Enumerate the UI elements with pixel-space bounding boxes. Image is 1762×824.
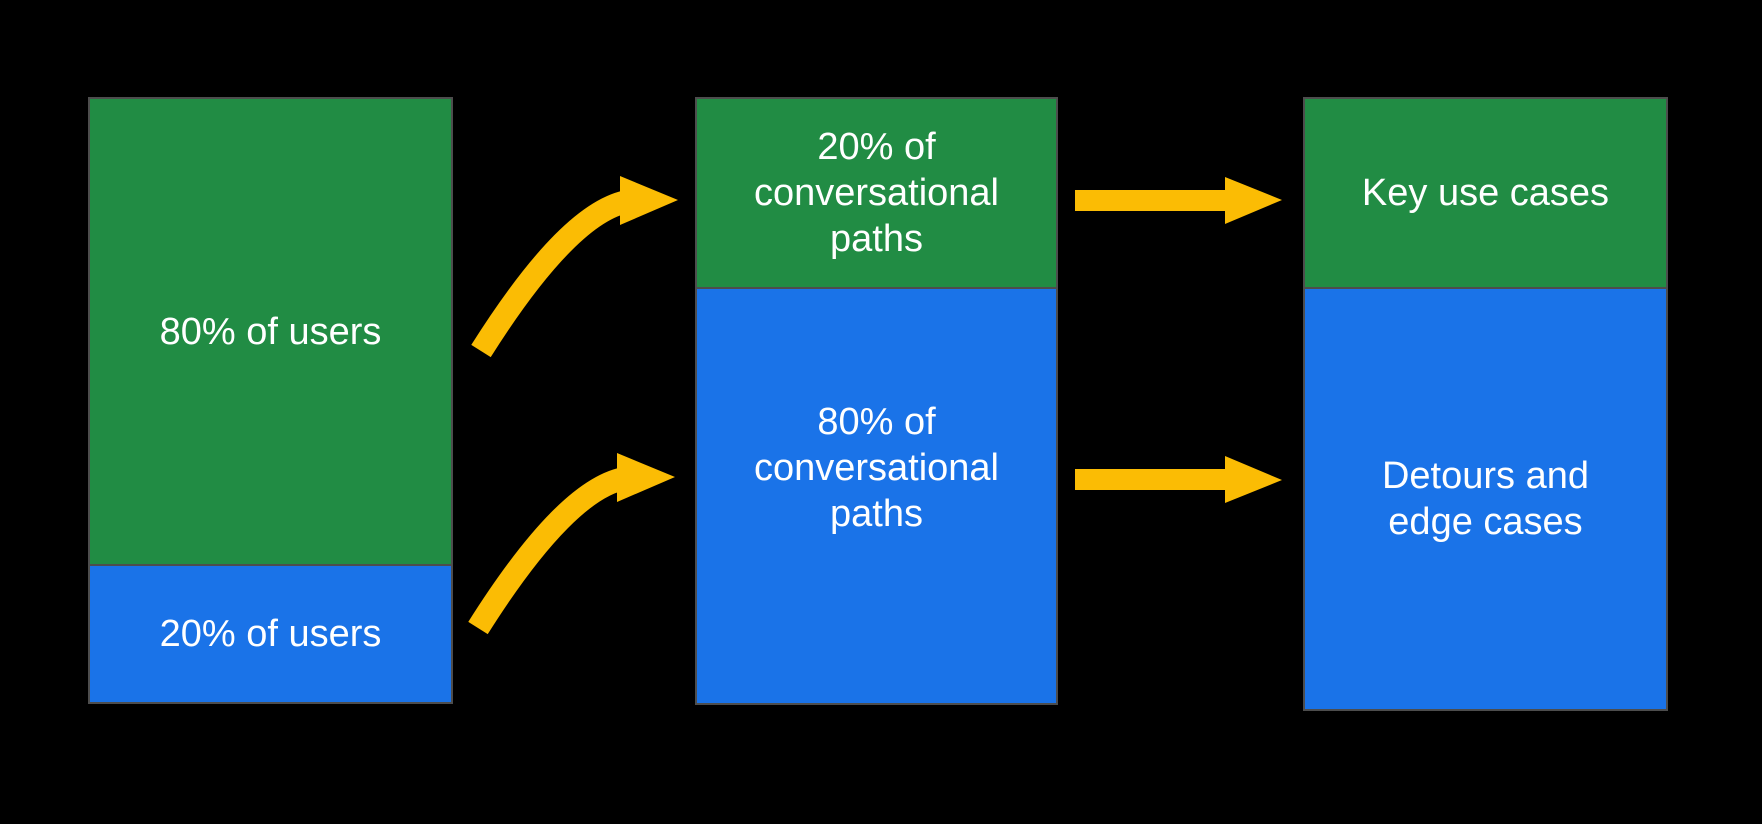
- users-20-segment: 20% of users: [90, 566, 451, 702]
- paths-20-label: 20% of conversational paths: [753, 126, 1000, 260]
- arrow-users-80-to-paths-20: [471, 176, 678, 358]
- use-cases-column: Key use cases Detours and edge cases: [1303, 97, 1668, 711]
- paths-80-label: 80% of conversational paths: [753, 401, 1000, 535]
- paths-20-segment: 20% of conversational paths: [697, 99, 1056, 289]
- key-use-cases-label: Key use cases: [1361, 172, 1610, 214]
- arrow-paths-80-to-detours: [1075, 456, 1282, 503]
- arrow-paths-20-to-key-use-cases: [1075, 177, 1282, 224]
- users-column: 80% of users 20% of users: [88, 97, 453, 704]
- arrow-users-20-to-paths-80: [468, 453, 675, 635]
- users-20-label: 20% of users: [159, 613, 382, 655]
- paths-80-segment: 80% of conversational paths: [697, 289, 1056, 703]
- detours-edge-cases-label: Detours and edge cases: [1381, 455, 1589, 543]
- key-use-cases-segment: Key use cases: [1305, 99, 1666, 289]
- users-80-label: 80% of users: [159, 310, 382, 353]
- users-80-segment: 80% of users: [90, 99, 451, 566]
- detours-edge-cases-segment: Detours and edge cases: [1305, 289, 1666, 709]
- conversational-paths-column: 20% of conversational paths 80% of conve…: [695, 97, 1058, 705]
